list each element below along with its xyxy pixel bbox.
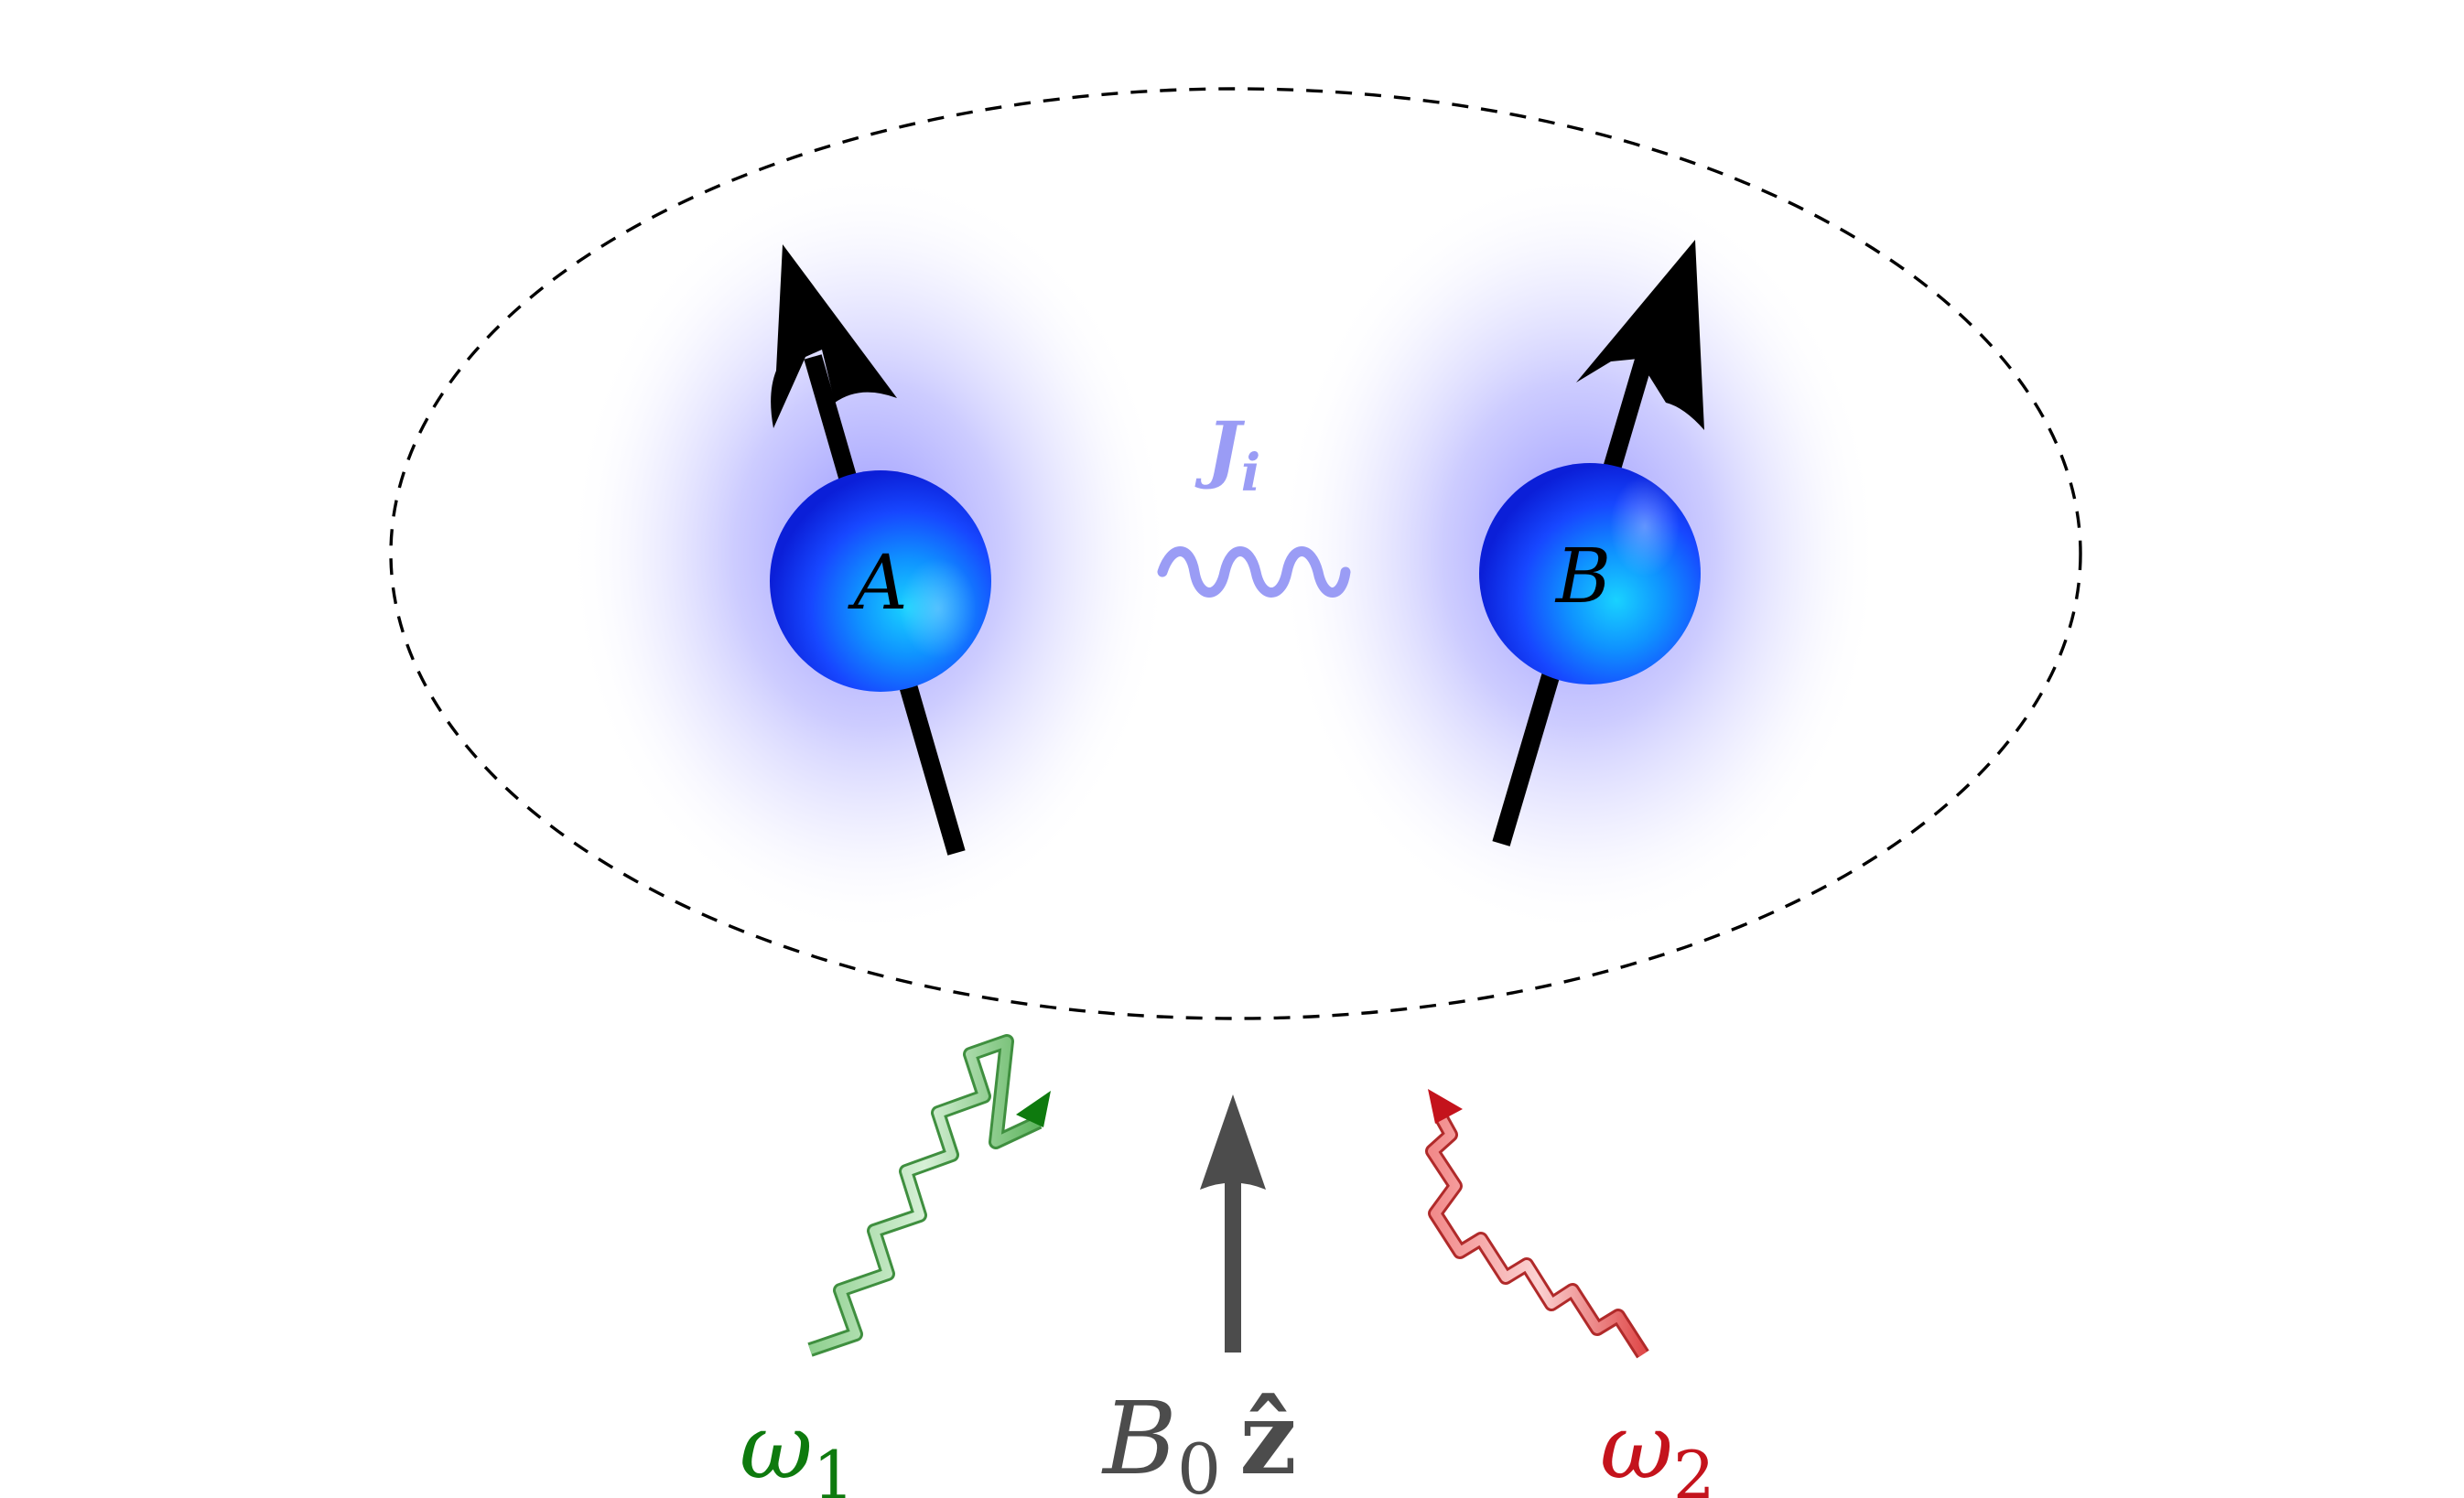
field-subscript: 0 [1177, 1428, 1221, 1498]
field-unit-vector: ẑ [1239, 1379, 1296, 1497]
particle-a-label: A [847, 540, 907, 627]
photon-left [807, 1034, 1051, 1357]
coupling-wave [1157, 546, 1351, 598]
coupling-subscript: i [1241, 443, 1260, 503]
photon-right-symbol: ω [1600, 1396, 1673, 1498]
particle-a: A [770, 470, 991, 692]
particle-b: B [1479, 463, 1701, 684]
photon-right-label: ω2 [1600, 1396, 1715, 1498]
system-boundary [389, 87, 2082, 1020]
photon-left-label: ω1 [740, 1396, 855, 1498]
photon-right-subscript: 2 [1673, 1437, 1715, 1498]
coupling-symbol: J [1194, 405, 1246, 491]
photon-right [1425, 1089, 1649, 1359]
particle-b-label: B [1554, 533, 1611, 620]
photon-left-symbol: ω [740, 1396, 813, 1498]
coupling-label: Ji [1194, 405, 1260, 503]
field-symbol: B [1101, 1380, 1177, 1497]
photon-left-subscript: 1 [813, 1437, 855, 1498]
field-arrow [1200, 1094, 1266, 1353]
